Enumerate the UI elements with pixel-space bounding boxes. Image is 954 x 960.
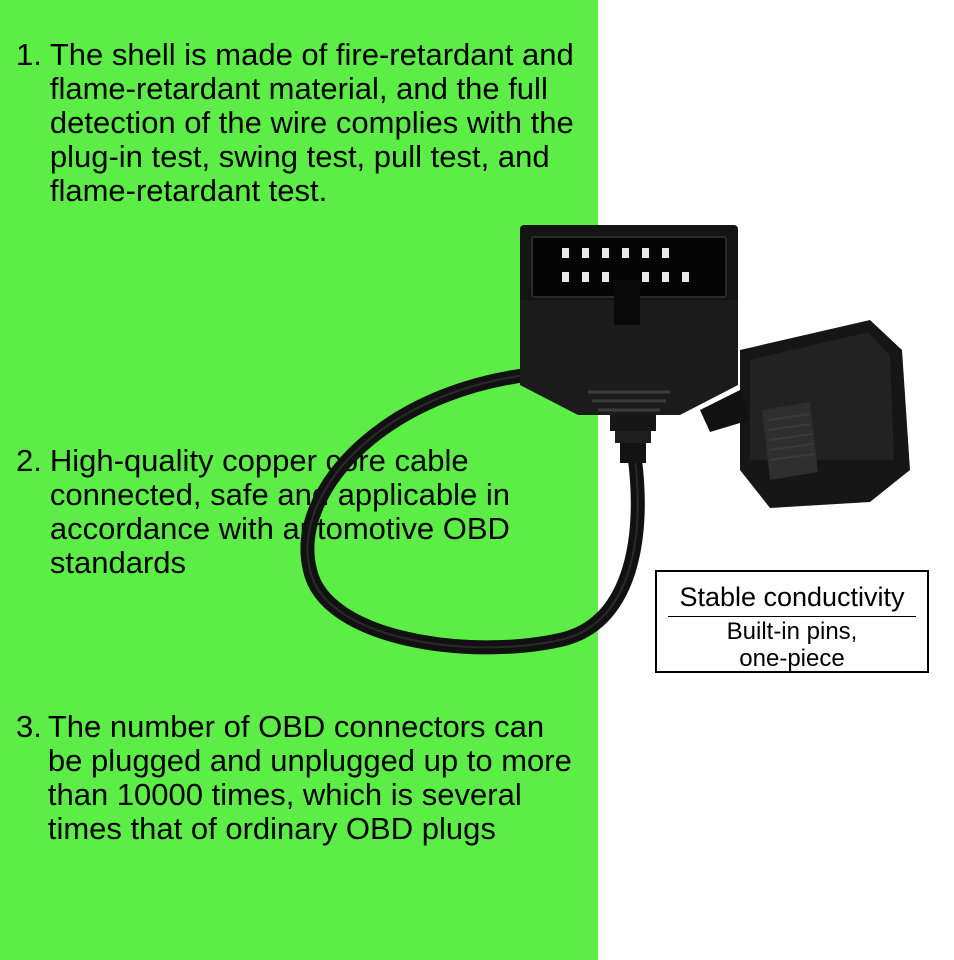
green-feature-panel bbox=[0, 0, 598, 960]
cable-icon bbox=[300, 365, 645, 655]
callout-subtitle-line-1: Built-in pins, bbox=[726, 618, 858, 645]
feature-number-2: 2. bbox=[16, 443, 42, 478]
feature-text-3: The number of OBD connectors can be plug… bbox=[47, 709, 572, 846]
obd-adapter-cable-image bbox=[300, 225, 910, 655]
callout-title: Stable conductivity bbox=[679, 582, 905, 612]
feature-point-1: 1. The shell is made of fire-retardant a… bbox=[16, 38, 576, 208]
callout-divider bbox=[668, 616, 916, 617]
callout-subtitle-line-2: one-piece bbox=[739, 645, 845, 672]
feature-number-3: 3. bbox=[16, 709, 42, 744]
feature-point-2: 2. High-quality copper core cable connec… bbox=[16, 444, 546, 580]
feature-number-1: 1. bbox=[16, 37, 42, 72]
stable-conductivity-callout: Stable conductivity Built-in pins, one-p… bbox=[655, 570, 929, 673]
obd2-16pin-male-connector-icon bbox=[700, 320, 910, 508]
obd-12pin-female-connector-icon bbox=[520, 225, 738, 463]
feature-text-1: The shell is made of fire-retardant and … bbox=[49, 37, 574, 208]
feature-point-3: 3. The number of OBD connectors can be p… bbox=[16, 710, 576, 846]
feature-text-2: High-quality copper core cable connected… bbox=[49, 443, 511, 580]
